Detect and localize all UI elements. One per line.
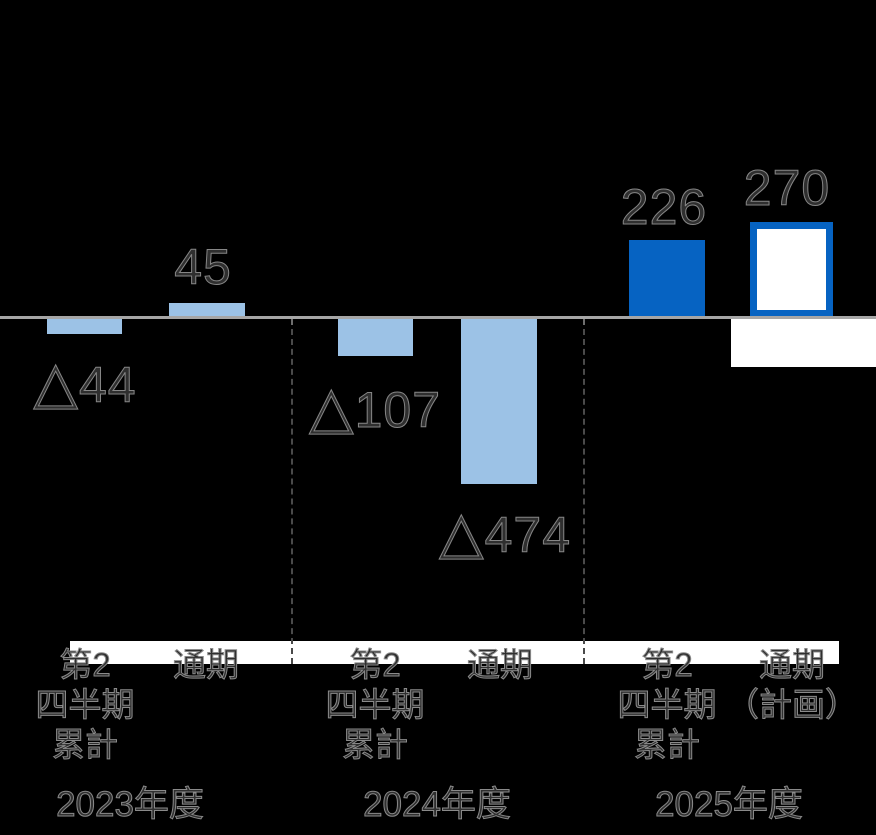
bar-2023-fullyear [169, 303, 245, 317]
axis-label-band [70, 641, 839, 664]
negative-triangle-icon: △ [308, 375, 355, 440]
negative-triangle-icon: △ [438, 500, 485, 565]
year-separator-line-1 [291, 319, 293, 664]
value-number: 45 [174, 239, 232, 295]
category-label-2025-fullyear-plan: 通期 （計画） [726, 646, 859, 724]
value-label-2024-q2: △107 [265, 375, 485, 440]
year-label-2023: 2023年度 [56, 785, 205, 824]
category-label-2023-fullyear: 通期 [173, 646, 240, 684]
value-label-2023-fullyear: 45 [93, 239, 313, 295]
year-separator-line-2 [583, 319, 585, 664]
value-label-2025-q2: 226 [554, 179, 774, 235]
year-label-2025: 2025年度 [655, 785, 804, 824]
value-number: 474 [484, 507, 572, 563]
value-number: 107 [354, 382, 442, 438]
value-label-2023-q2: △44 [0, 350, 195, 415]
x-axis-line [0, 316, 876, 319]
category-label-2024-q2: 第2 四半期 累計 [325, 646, 425, 764]
axis-tick-2 [583, 319, 585, 325]
bar-2023-q2 [47, 319, 122, 334]
value-label-2025-fullyear-plan: 270 [677, 160, 876, 216]
value-number: 270 [743, 160, 831, 216]
negative-triangle-icon: △ [33, 350, 79, 415]
value-number: 226 [620, 179, 708, 235]
axis-tick-1 [291, 319, 293, 325]
category-label-2023-q2: 第2 四半期 累計 [35, 646, 135, 764]
plan-bar-underlay [731, 319, 876, 367]
bar-2025-fullyear-plan [750, 222, 833, 317]
value-number: 44 [78, 357, 137, 413]
category-label-2024-fullyear: 通期 [467, 646, 534, 684]
bar-2025-q2 [629, 240, 705, 316]
year-label-2024: 2024年度 [363, 785, 512, 824]
category-label-2025-q2: 第2 四半期 累計 [617, 646, 717, 764]
value-label-2024-fullyear: △474 [395, 500, 615, 565]
bar-2024-q2 [338, 319, 413, 356]
bar-2024-fullyear [461, 319, 537, 484]
